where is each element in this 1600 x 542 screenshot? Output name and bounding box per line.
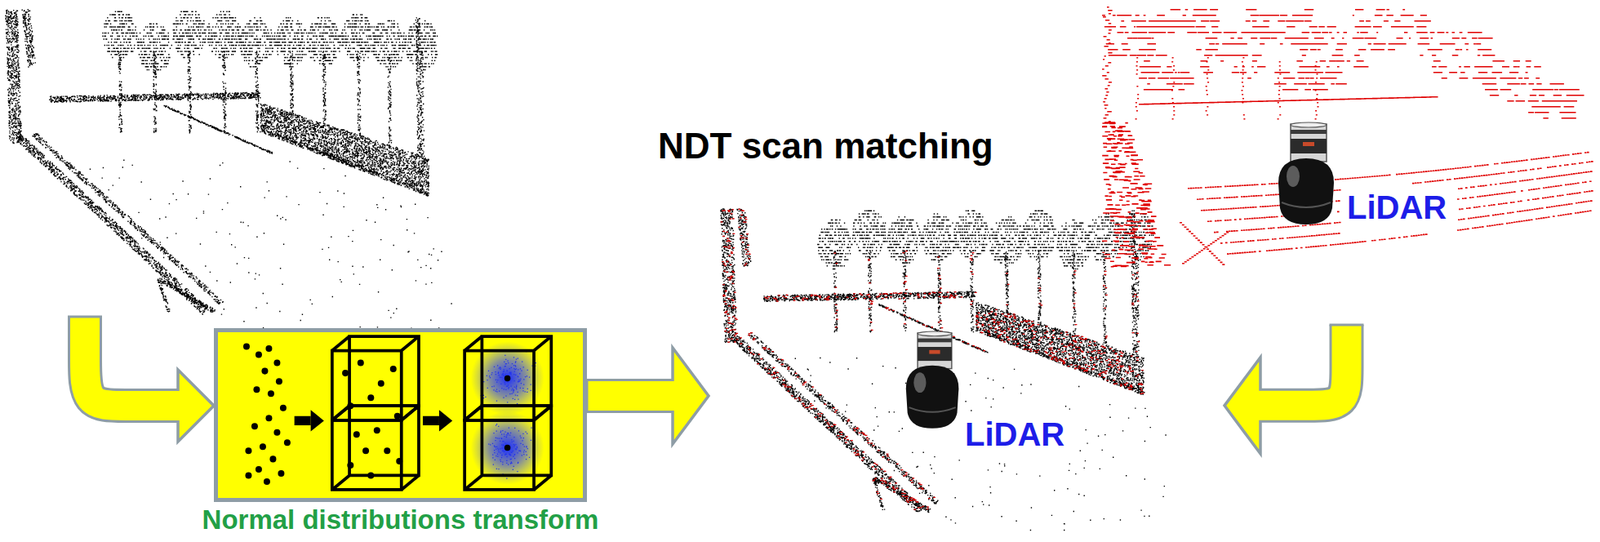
arrow-tail-edge xyxy=(1329,324,1365,327)
sample-point xyxy=(251,422,258,430)
lidar-scan-points xyxy=(1102,6,1594,268)
map-points xyxy=(720,208,1167,531)
sensor-logo xyxy=(1302,142,1315,147)
sample-point xyxy=(263,478,271,485)
arrow-shaft xyxy=(84,316,182,406)
lidar-scan-region: LiDAR xyxy=(1099,4,1594,325)
block-arrow xyxy=(1224,324,1365,454)
sensor-logo xyxy=(928,350,940,355)
sample-point xyxy=(377,380,385,387)
sensor-label: LiDAR xyxy=(964,416,1065,453)
sample-point xyxy=(265,414,272,422)
sample-point xyxy=(253,386,260,393)
sensor-label: LiDAR xyxy=(1346,189,1447,226)
sensor-band xyxy=(917,338,952,343)
voxel-cube xyxy=(464,405,552,490)
sample-point xyxy=(346,462,354,469)
sample-point xyxy=(269,455,276,463)
sample-point xyxy=(346,402,354,409)
matched-scan-region: LiDAR xyxy=(708,204,1225,536)
sample-point xyxy=(367,471,374,479)
block-arrow xyxy=(586,347,709,445)
map-to-ndt-arrow xyxy=(67,316,214,442)
arrow-shaft xyxy=(586,381,676,411)
sample-point xyxy=(255,351,263,359)
distribution-mean xyxy=(504,444,511,452)
sensor-top xyxy=(917,331,952,337)
sensor-lens xyxy=(917,346,952,361)
distribution-mean xyxy=(504,375,511,383)
sample-point xyxy=(273,429,280,436)
sample-point xyxy=(243,343,250,351)
method-caption: Normal distributions transform xyxy=(202,504,600,535)
map-points xyxy=(4,8,453,333)
sample-point xyxy=(390,365,397,373)
voxel-cube xyxy=(332,405,419,490)
sample-point xyxy=(275,377,283,385)
step-arrow xyxy=(422,416,440,426)
method-caption: Normal distributions transform xyxy=(50,505,751,535)
step-arrow xyxy=(311,409,325,432)
sample-point xyxy=(244,447,252,454)
sample-point xyxy=(284,439,291,446)
sample-point xyxy=(394,413,401,420)
helmet-visor-line xyxy=(1281,202,1331,208)
sensor-lens xyxy=(1290,138,1327,154)
sample-point xyxy=(265,345,272,352)
sensor-band xyxy=(1290,129,1327,134)
step-arrow xyxy=(439,409,453,432)
arrow-tail-edge xyxy=(67,315,103,319)
sensor-label: LiDAR xyxy=(1346,189,1447,226)
arrow-head xyxy=(177,369,214,442)
distribution-samples xyxy=(480,423,533,480)
arrow-head xyxy=(672,347,709,445)
sensor-label: LiDAR xyxy=(964,416,1065,453)
arrow-shaft xyxy=(1257,324,1347,406)
lidar-sensor-icon xyxy=(1278,122,1334,225)
point-cloud-map xyxy=(720,208,1167,531)
distribution-samples xyxy=(480,350,537,405)
sample-point xyxy=(280,404,287,412)
figure-title: NDT scan matching xyxy=(657,125,994,166)
helmet-visor-line xyxy=(909,407,956,413)
sample-point xyxy=(259,443,267,450)
sample-point xyxy=(395,457,403,465)
sample-point xyxy=(277,470,285,477)
sensor-top xyxy=(1290,122,1327,128)
step-arrow xyxy=(294,416,312,426)
sample-point xyxy=(261,368,268,375)
sensor-body xyxy=(917,333,952,369)
sample-point xyxy=(342,369,349,377)
ndt-process-box: Normal distributions transform xyxy=(213,328,587,503)
sample-point xyxy=(362,447,369,454)
arrow-head xyxy=(1224,357,1261,454)
sample-point xyxy=(255,466,263,473)
helmet-shell xyxy=(906,365,960,429)
helmet-highlight xyxy=(913,372,926,393)
ndt-illustration xyxy=(217,332,583,498)
sample-point xyxy=(273,360,280,367)
sensor-body xyxy=(1290,124,1327,162)
helmet-shell xyxy=(1278,158,1334,225)
sample-point xyxy=(383,447,391,454)
sample-point xyxy=(267,390,275,397)
helmet-highlight xyxy=(1286,165,1300,187)
sample-point xyxy=(373,426,381,434)
sample-point xyxy=(244,471,252,479)
title-wrap: NDT scan matching xyxy=(657,126,994,166)
scan-points xyxy=(720,208,1145,511)
sample-point xyxy=(353,431,360,438)
point-cloud-map xyxy=(4,8,453,333)
sample-point xyxy=(367,394,374,401)
lidar-sensor-icon xyxy=(906,331,960,429)
sample-point xyxy=(357,360,365,367)
